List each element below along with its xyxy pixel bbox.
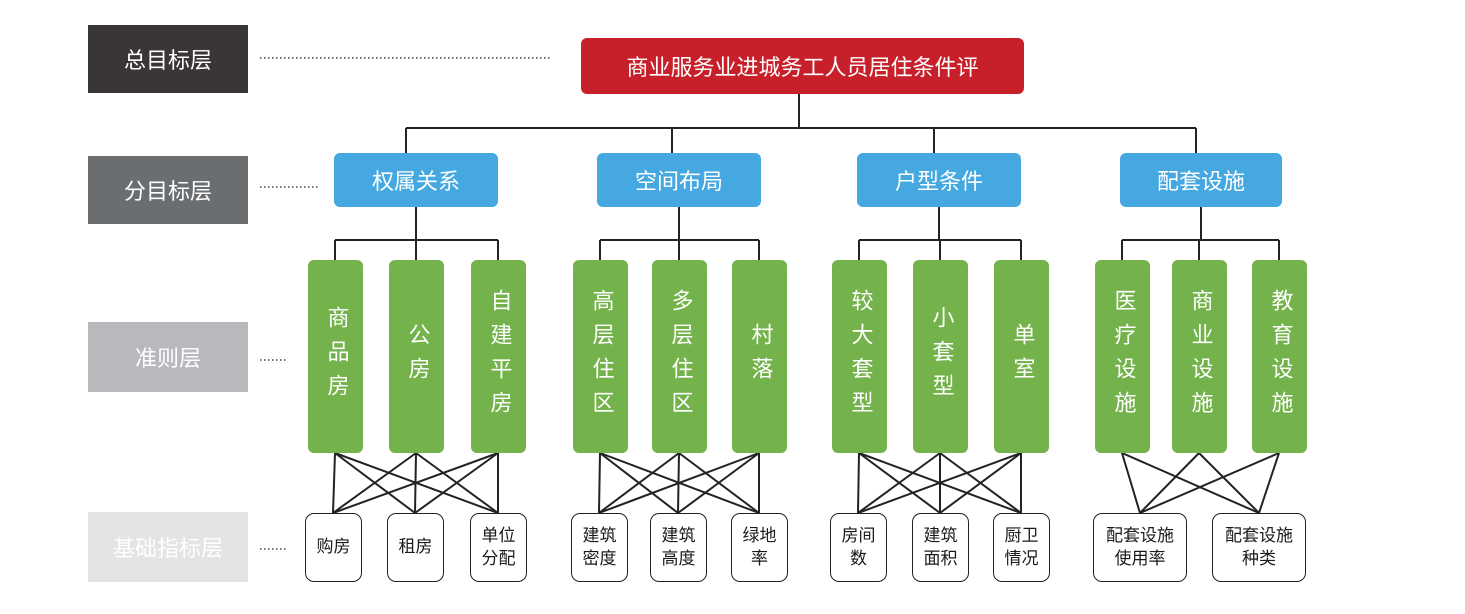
indicator-purchase: 购房 (305, 513, 362, 582)
connector-line-57 (1139, 452, 1280, 514)
connector-line-50 (857, 452, 1022, 514)
criterion-commercial-housing: 商品房 (308, 260, 363, 453)
sub-goal-spatial-layout: 空间布局 (597, 153, 761, 207)
criterion-multi-storey: 多层住区 (652, 260, 707, 453)
sub-goal-unit-type: 户型条件 (857, 153, 1021, 207)
connector-line-41 (598, 452, 760, 514)
indicator-room-count: 房间 数 (830, 513, 887, 582)
indicator-kitchen-bath: 厨卫 情况 (993, 513, 1050, 582)
layer-label-top: 总目标层 (88, 25, 248, 93)
sub-goal-facilities: 配套设施 (1120, 153, 1282, 207)
indicator-facility-types: 配套设施 种类 (1212, 513, 1306, 582)
criterion-education-facilities: 教育设施 (1252, 260, 1307, 453)
criterion-commercial-facilities: 商业设施 (1172, 260, 1227, 453)
criterion-single-room: 单室 (994, 260, 1049, 453)
connector-line-58 (1258, 452, 1280, 514)
layer-label-sub: 分目标层 (88, 156, 248, 224)
connector-line-26 (332, 452, 336, 514)
indicator-building-density: 建筑 密度 (571, 513, 628, 582)
connector-line-29 (332, 452, 417, 514)
sub-goal-ownership: 权属关系 (334, 153, 498, 207)
indicator-floor-area: 建筑 面积 (912, 513, 969, 582)
layer-label-indicator: 基础指标层 (88, 512, 248, 582)
indicator-green-ratio: 绿地 率 (731, 513, 788, 582)
indicator-rent: 租房 (387, 513, 444, 582)
connector-line-35 (598, 452, 601, 514)
criterion-small-unit: 小套型 (913, 260, 968, 453)
criterion-public-housing: 公房 (389, 260, 444, 453)
criterion-medical-facilities: 医疗设施 (1095, 260, 1150, 453)
criterion-village: 村落 (732, 260, 787, 453)
connector-line-47 (857, 452, 941, 514)
indicator-facility-usage-rate: 配套设施 使用率 (1093, 513, 1187, 582)
connector-line-56 (1198, 452, 1260, 514)
criterion-self-built-house: 自建平房 (471, 260, 526, 453)
indicator-building-height: 建筑 高度 (650, 513, 707, 582)
top-goal-box: 商业服务业进城务工人员居住条件评 (581, 38, 1024, 94)
connector-line-54 (1121, 452, 1260, 514)
connector-line-53 (1121, 452, 1141, 514)
connector-line-55 (1139, 452, 1200, 514)
connector-line-42 (677, 452, 760, 514)
layer-label-criteria: 准则层 (88, 322, 248, 392)
connector-line-38 (598, 452, 680, 514)
connector-line-44 (857, 452, 860, 514)
criterion-large-unit: 较大套型 (832, 260, 887, 453)
indicator-employer-allocated: 单位 分配 (470, 513, 527, 582)
connector-line-32 (332, 452, 499, 514)
connector-line-51 (939, 452, 1022, 514)
connector-line-33 (414, 452, 499, 514)
criterion-high-rise: 高层住区 (573, 260, 628, 453)
